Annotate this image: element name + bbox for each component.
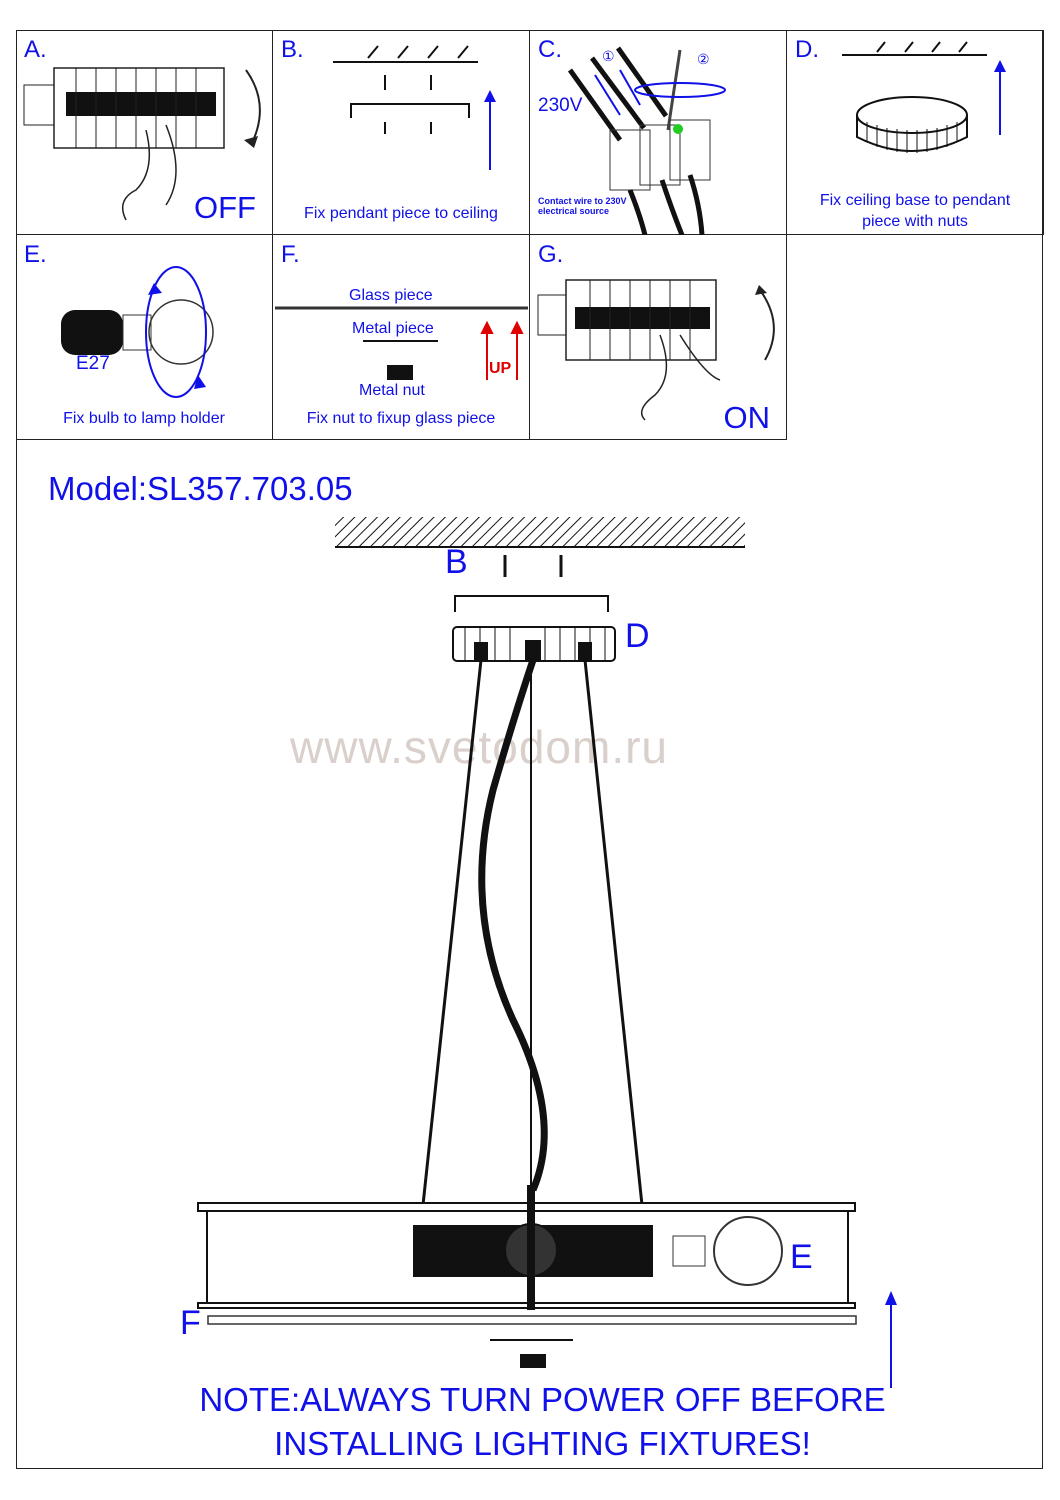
mounting-bracket [454, 595, 609, 612]
breaker-switch-on-illustration [537, 279, 775, 421]
safety-note-line2: INSTALLING LIGHTING FIXTURES! [274, 1425, 811, 1462]
glass-piece-illustration [275, 306, 528, 380]
bulb [713, 1216, 783, 1286]
safety-note-line1: NOTE:ALWAYS TURN POWER OFF BEFORE [199, 1381, 886, 1418]
step-letter: A. [24, 36, 47, 63]
step-marker-2: ② [697, 51, 710, 67]
step-letter: E. [24, 241, 47, 268]
step-g-panel: G. ON [530, 235, 787, 440]
socket-label: E27 [76, 353, 110, 374]
wiring-terminal-illustration [567, 46, 726, 235]
up-label: UP [489, 360, 512, 377]
step-letter: B. [281, 36, 304, 63]
ceiling [335, 517, 745, 547]
step-d-panel: D. Fix ceiling base to pendant piece wit… [787, 30, 1044, 235]
ceiling-base-illustration [842, 41, 1006, 153]
metal-piece-label: Metal piece [352, 320, 434, 337]
step-a-panel: A. OFF [16, 30, 273, 235]
step-b-panel: B. Fix pendant piece to ceiling [273, 30, 530, 235]
step-caption-line2: piece with nuts [862, 213, 968, 230]
metal-nut-label: Metal nut [359, 382, 425, 399]
label-b: B [445, 543, 468, 581]
step-caption: Fix pendant piece to ceiling [304, 205, 498, 222]
pendant-to-ceiling-illustration [333, 45, 496, 170]
step-f-panel: F. Glass piece Metal piece Metal nut UP … [273, 235, 530, 440]
step-c-panel: C. ① ② 230V Contact wire to 230V electri… [530, 30, 787, 235]
watermark: www.svetodom.ru [290, 721, 669, 773]
step-e-panel: E. E27 Fix bulb to lamp holder [16, 235, 273, 440]
label-e: E [790, 1238, 813, 1276]
bulb-lamp-holder-illustration [61, 266, 214, 398]
model-number: Model:SL357.703.05 [48, 470, 353, 507]
label-d: D [625, 617, 650, 655]
step-caption: Fix nut to fixup glass piece [306, 410, 496, 427]
step-letter: D. [795, 36, 819, 63]
glass-piece-label: Glass piece [349, 287, 433, 304]
on-label: ON [723, 400, 771, 435]
off-label: OFF [194, 190, 256, 225]
glass-piece [207, 1315, 857, 1325]
step-marker-1: ① [602, 48, 615, 64]
breaker-switch-off-illustration [23, 67, 261, 221]
step-letter: G. [538, 241, 564, 268]
voltage-label: 230V [538, 95, 583, 116]
step-caption-line2: electrical source [538, 206, 610, 216]
step-caption: Fix bulb to lamp holder [63, 410, 225, 427]
step-letter: F. [281, 241, 300, 268]
step-letter: C. [538, 36, 562, 63]
step-caption-line1: Fix ceiling base to pendant [819, 192, 1011, 209]
label-f: F [180, 1304, 201, 1342]
step-caption-line1: Contact wire to 230V [538, 196, 627, 206]
